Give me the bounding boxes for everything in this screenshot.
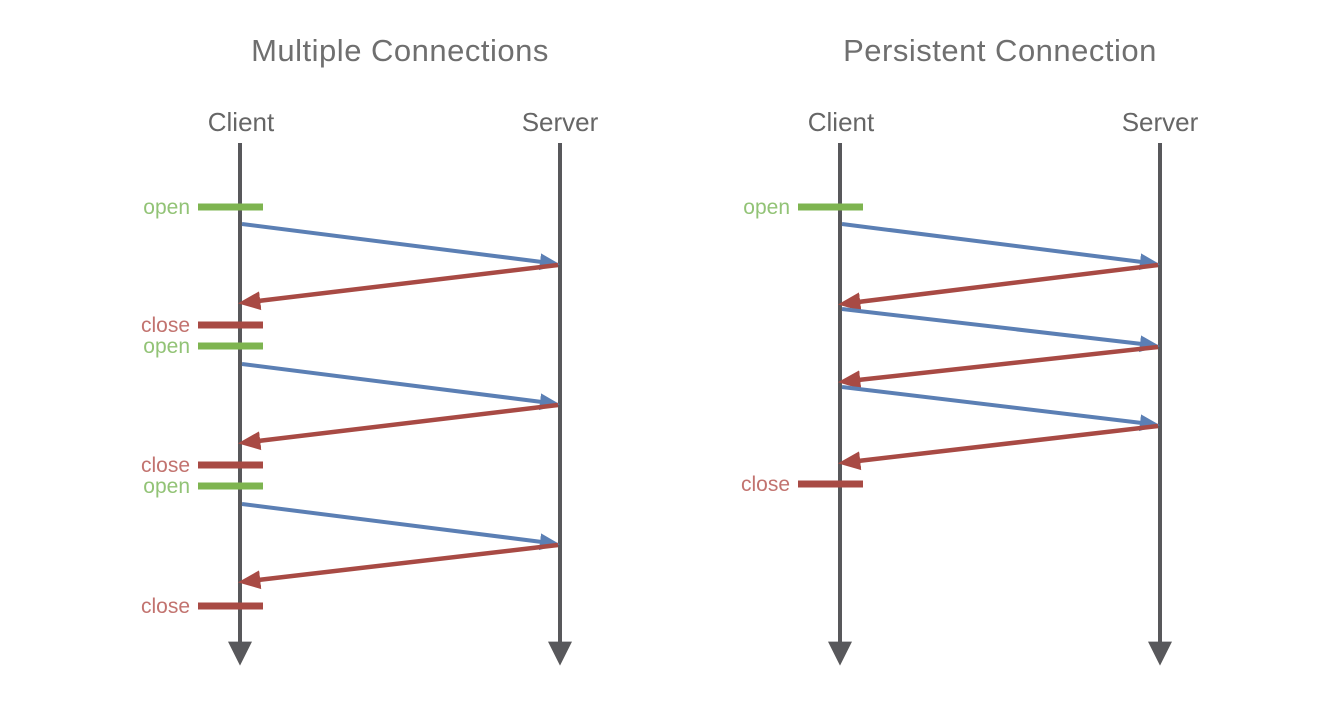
close-label: close [141, 314, 190, 337]
response-arrow [237, 262, 559, 311]
open-label: open [143, 335, 190, 358]
response-arrow [237, 402, 559, 451]
persistent-connection-title: Persistent Connection [843, 33, 1157, 68]
persistent-connection-group: open close [741, 143, 1172, 666]
request-arrow [241, 502, 560, 551]
open-label: open [143, 196, 190, 219]
request-arrow [841, 307, 1160, 353]
multiple-connections-title: Multiple Connections [251, 33, 549, 68]
close-label: close [741, 473, 790, 496]
left-client-label: Client [207, 107, 275, 137]
request-arrow [241, 222, 560, 271]
close-label: close [141, 454, 190, 477]
response-arrow [837, 262, 1159, 312]
open-label: open [743, 196, 790, 219]
open-label: open [143, 475, 190, 498]
right-server-label: Server [1121, 107, 1199, 137]
response-arrow [837, 423, 1159, 471]
request-arrow [841, 385, 1160, 432]
close-label: close [141, 595, 190, 618]
response-arrow [837, 344, 1159, 390]
left-server-label: Server [521, 107, 599, 137]
right-client-label: Client [807, 107, 875, 137]
request-arrow [841, 222, 1160, 271]
response-arrow [237, 542, 559, 590]
request-arrow [241, 362, 560, 411]
